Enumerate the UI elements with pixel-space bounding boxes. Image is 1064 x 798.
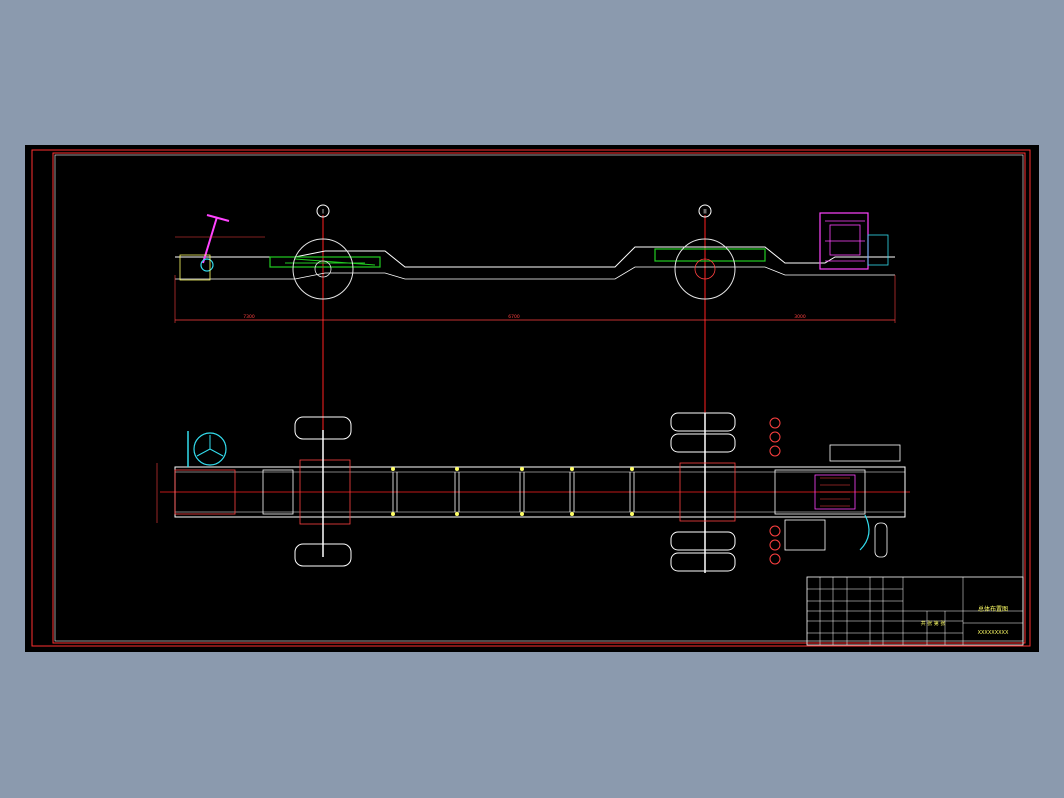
front-wheel-side: [292, 238, 354, 300]
rear-suspension-green: [654, 248, 766, 262]
steering-wheel-side: [206, 214, 230, 222]
rear-wheel-side: [674, 238, 736, 300]
front-cab-mount: [179, 254, 211, 281]
rear-left-tire-outer: [670, 412, 736, 432]
steering-wheel-plan: [193, 432, 227, 466]
steering-gear-cyan: [200, 258, 214, 272]
title-block: 总体布置图 XXXXXXXXX 共 张 第 张: [806, 576, 1024, 646]
rear-spring-plan: [679, 462, 736, 522]
frame-bolts: [391, 467, 634, 516]
front-left-tire: [294, 416, 352, 440]
plan-view: [156, 412, 910, 573]
side-view: I II 7300 6700 3000: [174, 204, 896, 545]
frame-rail-side: [175, 246, 895, 268]
front-crossmember-plan: [262, 469, 294, 515]
axle-marker-front-label: I: [322, 209, 324, 216]
rear-wheel-hub-side: [694, 258, 716, 280]
brake-chambers: [769, 417, 781, 565]
dim-label-rear: 3000: [794, 314, 806, 320]
engine-side: [819, 212, 889, 270]
inner-border-white: [54, 154, 1024, 642]
front-bumper-plan: [174, 469, 236, 515]
axle-marker-front: [316, 204, 330, 218]
green-detail-1: [285, 258, 376, 266]
cad-viewport[interactable]: I II 7300 6700 3000: [25, 145, 1039, 652]
rear-right-tire-outer: [670, 552, 736, 572]
dim-label-front: 7300: [243, 314, 255, 320]
title-block-code: XXXXXXXXX: [978, 630, 1009, 636]
rear-right-tire-inner: [670, 531, 736, 551]
title-block-sheet: 共 张 第 张: [921, 620, 946, 627]
inner-border: [52, 152, 1026, 644]
axle-marker-rear-label: II: [703, 209, 707, 216]
engine-plan: [774, 444, 901, 558]
front-spring-plan: [299, 459, 351, 525]
front-wheel-hub-side: [314, 260, 332, 278]
chassis-drawing: I II 7300 6700 3000: [31, 149, 1031, 647]
frame-rail-side-lower: [175, 266, 895, 280]
front-suspension-green: [269, 256, 381, 268]
axle-marker-rear: [698, 204, 712, 218]
dim-label-middle: 6700: [508, 314, 520, 320]
steering-spokes: [196, 435, 224, 457]
title-block-title: 总体布置图: [978, 605, 1008, 613]
front-right-tire: [294, 543, 352, 567]
crossmembers: [392, 472, 635, 512]
outer-border: [31, 149, 1031, 647]
rear-left-tire-inner: [670, 433, 736, 453]
